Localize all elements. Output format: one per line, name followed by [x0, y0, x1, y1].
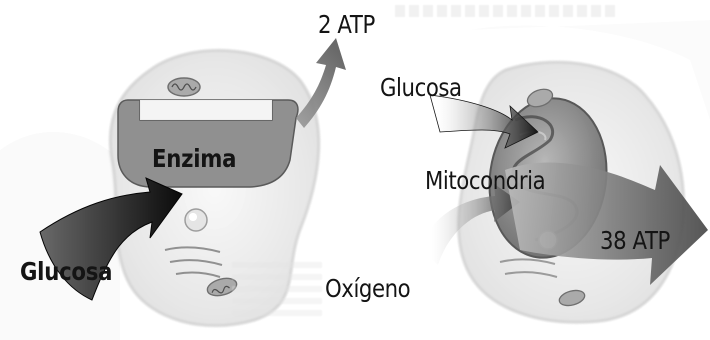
ghost-text-bottom [232, 262, 322, 322]
oxygen-label: Oxígeno [325, 276, 410, 301]
glucose-right-label: Glucosa [380, 75, 462, 100]
atp-large-label: 38 ATP [600, 228, 670, 253]
ghost-text-top [395, 5, 615, 17]
left-nucleus [185, 209, 207, 231]
mitochondria-label: Mitocondria [425, 168, 545, 193]
atp-small-label: 2 ATP [318, 12, 375, 37]
left-mitochondrion-top [168, 78, 200, 96]
enzyme-label: Enzima [152, 146, 236, 171]
glucose-left-label: Glucosa [20, 259, 112, 284]
